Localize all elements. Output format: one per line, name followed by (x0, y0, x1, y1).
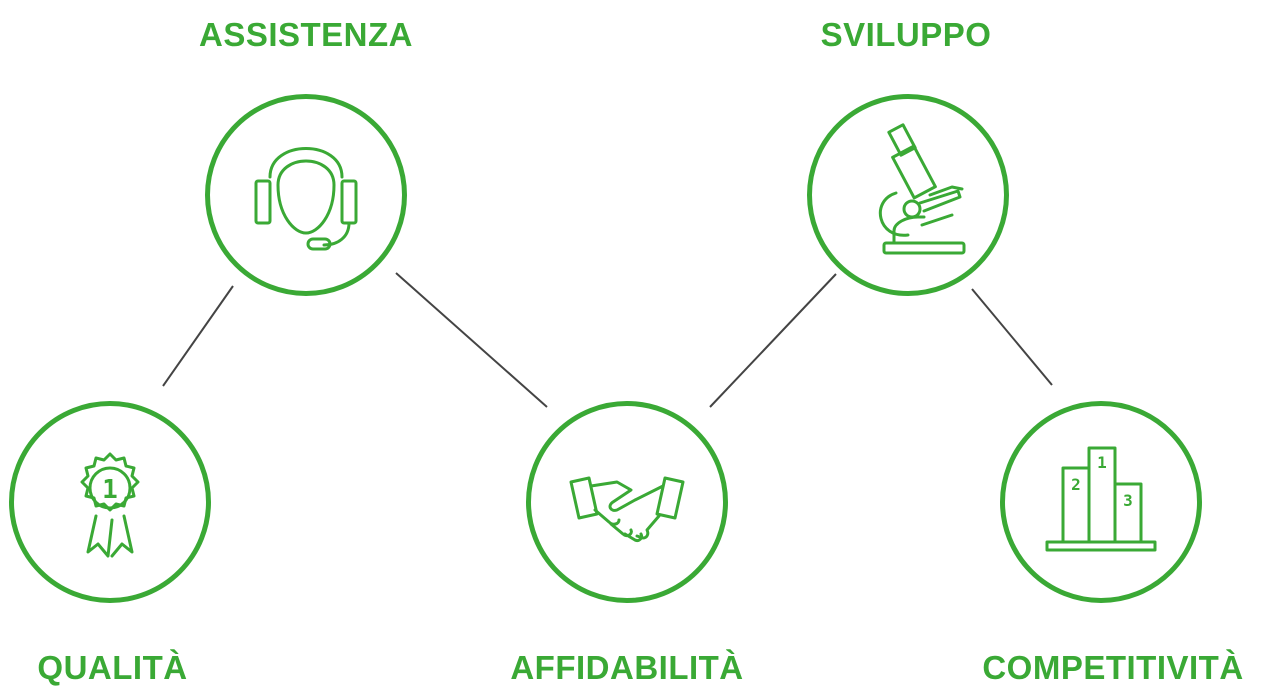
node-competitivita: 2 1 3 (1000, 401, 1202, 603)
label-assistenza: ASSISTENZA (198, 16, 414, 53)
podium-3: 3 (1123, 491, 1133, 510)
connector-sviluppo-competitivita (971, 288, 1053, 386)
label-sviluppo: SVILUPPO (820, 16, 992, 53)
connector-qualita-assistenza (162, 285, 234, 387)
label-affidabilita: AFFIDABILITÀ (510, 649, 744, 686)
podium-icon: 2 1 3 (1045, 446, 1157, 552)
award-ribbon-icon: 1 (80, 452, 140, 558)
award-number: 1 (102, 475, 118, 505)
connector-assistenza-affidabilita (395, 272, 548, 408)
node-sviluppo (807, 94, 1009, 296)
microscope-icon (878, 123, 966, 255)
label-competitivita: COMPETITIVITÀ (982, 649, 1244, 686)
connector-affidabilita-sviluppo (709, 273, 837, 408)
label-qualita: QUALITÀ (37, 649, 188, 686)
node-qualita: 1 (9, 401, 211, 603)
node-assistenza (205, 94, 407, 296)
podium-2: 2 (1071, 475, 1081, 494)
handshake-icon (569, 476, 685, 542)
podium-1: 1 (1097, 453, 1107, 472)
headset-icon (254, 147, 358, 251)
node-affidabilita (526, 401, 728, 603)
